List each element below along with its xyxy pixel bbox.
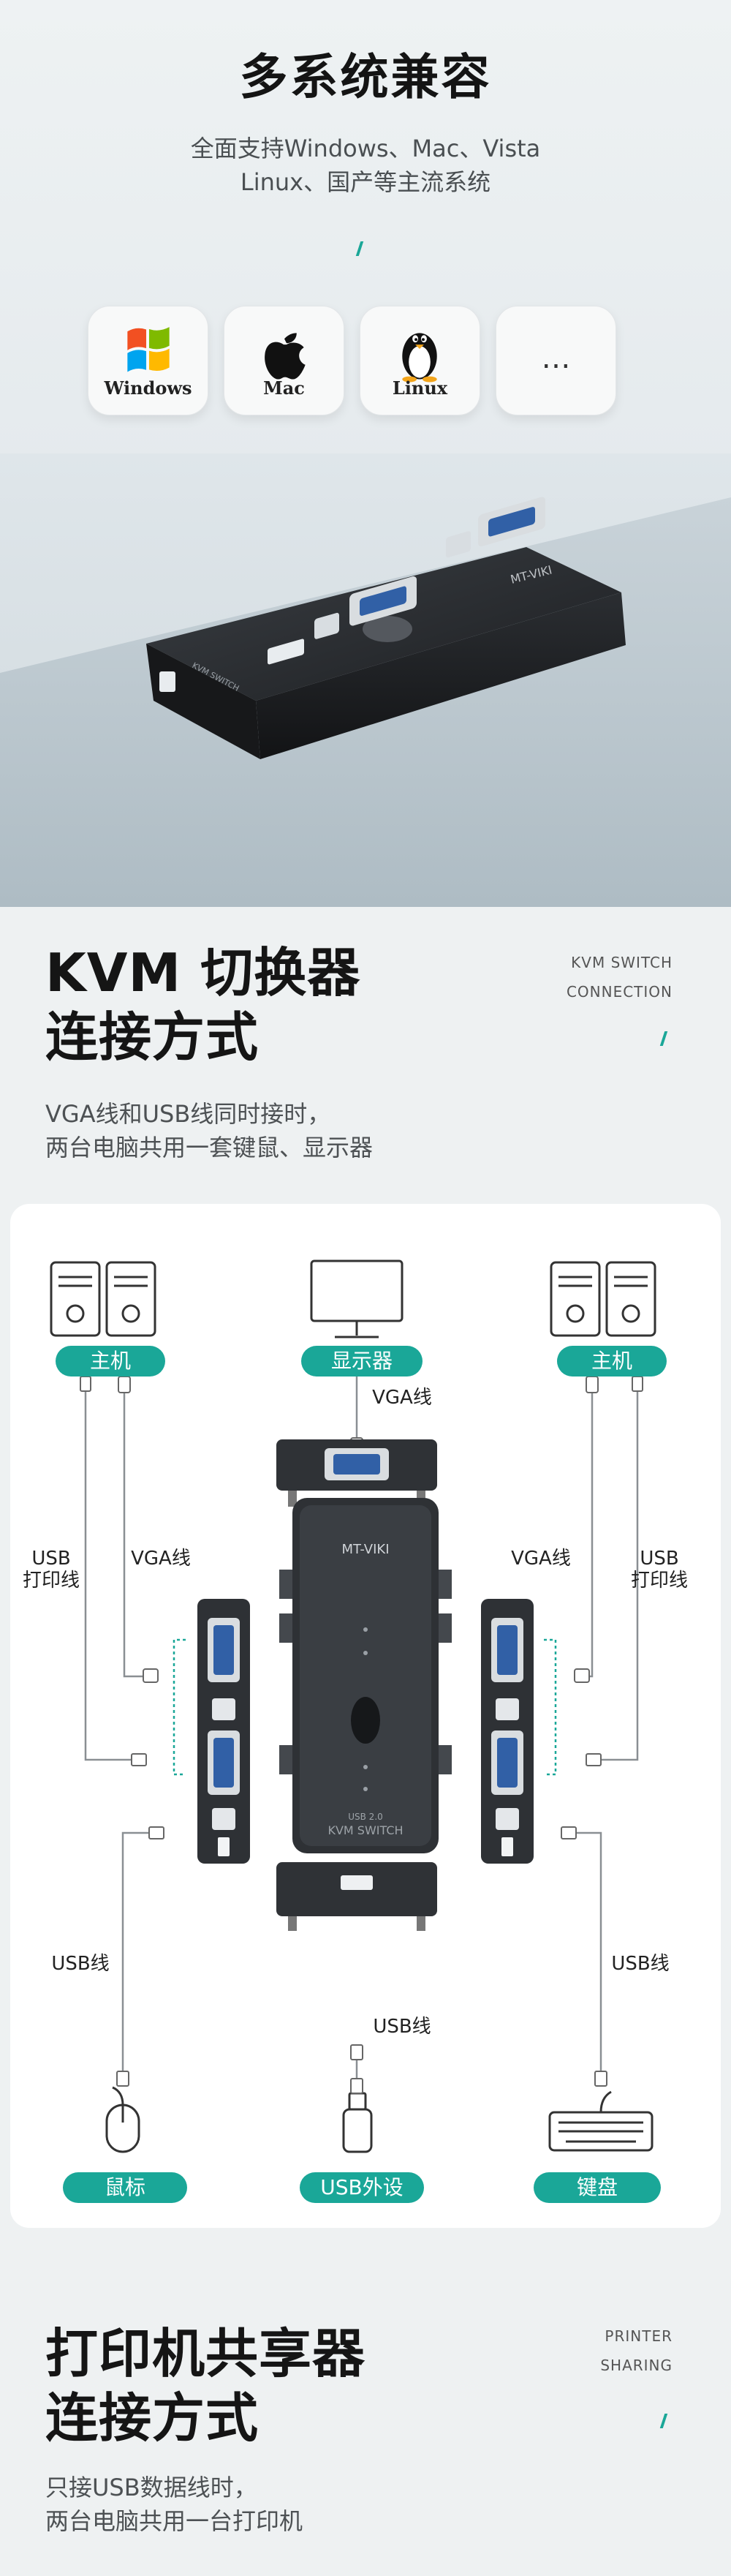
linux-penguin-icon bbox=[402, 333, 437, 383]
vga-port-blue bbox=[488, 507, 535, 537]
product-hero-image: MT-VIKI KVM SWITCH bbox=[0, 453, 731, 907]
keyboard-pill: 键盘 bbox=[534, 2172, 661, 2203]
os-compatibility-section: 多系统兼容 全面支持Windows、Mac、Vista Linux、国产等主流系… bbox=[0, 0, 731, 907]
host-left-pill: 主机 bbox=[56, 1346, 165, 1376]
connection-diagram: MT-VIKI USB 2.0 KVM SWITCH bbox=[50, 1259, 656, 2153]
subtitle-line: 全面支持Windows、Mac、Vista bbox=[190, 135, 541, 162]
desc-line: VGA线和USB线同时接时， bbox=[45, 1100, 331, 1128]
english-line: KVM SWITCH bbox=[571, 954, 673, 971]
section-title: 打印机共享器 连接方式 bbox=[45, 2321, 366, 2450]
usb-print-left-label: USB 打印线 bbox=[15, 1548, 88, 1592]
title-line: 打印机共享器 bbox=[45, 2323, 366, 2384]
device-model-line2: KVM SWITCH bbox=[327, 1823, 403, 1837]
os-label: Linux bbox=[392, 377, 448, 399]
usb-print-cable-left bbox=[84, 1371, 135, 1761]
usb-left-label: USB线 bbox=[51, 1953, 110, 1975]
label-line: USB bbox=[31, 1548, 71, 1570]
usb-stick-icon bbox=[342, 2108, 373, 2153]
section-description: VGA线和USB线同时接时， 两台电脑共用一套键鼠、显示器 bbox=[45, 1097, 373, 1164]
english-line: CONNECTION bbox=[566, 983, 673, 1001]
pc-tower-icon bbox=[105, 1261, 156, 1337]
usb-b-port bbox=[314, 612, 339, 639]
os-card-mac: Mac bbox=[224, 306, 344, 415]
more-icon: … bbox=[541, 342, 571, 375]
side-usb-port bbox=[159, 671, 175, 692]
printer-sharing-section: 打印机共享器 连接方式 PRINTER SHARING 只接USB数据线时， 两… bbox=[0, 2311, 731, 2576]
os-card-more: … bbox=[496, 306, 616, 415]
section-english-title: PRINTER SHARING bbox=[600, 2321, 673, 2380]
usb-print-right-label: USB 打印线 bbox=[623, 1548, 696, 1592]
desc-line: 只接USB数据线时， bbox=[45, 2474, 257, 2501]
usb-print-cable-right bbox=[595, 1371, 639, 1761]
os-card-windows: Windows bbox=[88, 306, 208, 415]
label-line: 打印线 bbox=[22, 1570, 80, 1592]
vga-right-label: VGA线 bbox=[511, 1548, 571, 1570]
section-english-title: KVM SWITCH CONNECTION bbox=[567, 948, 673, 1006]
usb-device-pill: USB外设 bbox=[300, 2172, 424, 2203]
monitor-pill: 显示器 bbox=[301, 1346, 423, 1376]
label-line: 打印线 bbox=[630, 1570, 688, 1592]
section-title: KVM 切换器 连接方式 bbox=[45, 941, 360, 1069]
mouse-pill: 鼠标 bbox=[63, 2172, 187, 2203]
windows-logo-icon bbox=[127, 327, 170, 372]
desc-line: 两台电脑共用一套键鼠、显示器 bbox=[45, 1134, 374, 1161]
vga-top-label: VGA线 bbox=[372, 1387, 432, 1409]
apple-logo-icon bbox=[265, 333, 306, 380]
title-line: KVM 切换器 bbox=[45, 942, 361, 1003]
english-line: PRINTER bbox=[605, 2327, 673, 2345]
title-line: 连接方式 bbox=[45, 1006, 260, 1068]
vga-left-label: VGA线 bbox=[131, 1548, 191, 1570]
pc-tower-icon bbox=[605, 1261, 656, 1337]
section-description: 只接USB数据线时， 两台电脑共用一台打印机 bbox=[45, 2471, 303, 2538]
vga-cable-left bbox=[123, 1371, 149, 1678]
usb-b-port bbox=[446, 531, 471, 558]
monitor-icon bbox=[310, 1259, 404, 1322]
english-line: SHARING bbox=[600, 2357, 673, 2374]
subtitle-line: Linux、国产等主流系统 bbox=[240, 168, 491, 196]
accent-slash bbox=[659, 2414, 668, 2428]
usb-cable-keyboard bbox=[570, 1831, 602, 2082]
pc-tower-icon bbox=[50, 1261, 101, 1337]
os-card-linux: Linux bbox=[360, 306, 480, 415]
vga-port-blue bbox=[360, 586, 406, 616]
accent-slash bbox=[355, 241, 364, 256]
usb-right-label: USB线 bbox=[611, 1953, 670, 1975]
pc-tower-icon bbox=[550, 1261, 601, 1337]
usb-cable-mouse bbox=[121, 1831, 161, 2082]
connection-diagram-panel: MT-VIKI USB 2.0 KVM SWITCH bbox=[10, 1204, 721, 2228]
device-model-line1: USB 2.0 bbox=[348, 1812, 383, 1822]
label-line: USB bbox=[640, 1548, 679, 1570]
usb-bottom-label: USB线 bbox=[373, 2016, 431, 2038]
title-line: 连接方式 bbox=[45, 2387, 260, 2449]
os-label: Mac bbox=[263, 377, 305, 399]
section-subtitle: 全面支持Windows、Mac、Vista Linux、国产等主流系统 bbox=[0, 132, 731, 199]
desc-line: 两台电脑共用一台打印机 bbox=[45, 2507, 303, 2535]
kvm-connection-section: KVM 切换器 连接方式 KVM SWITCH CONNECTION VGA线和… bbox=[0, 907, 731, 2311]
os-label: Windows bbox=[104, 377, 192, 399]
usb-port bbox=[268, 639, 304, 665]
vga-cable-right bbox=[580, 1371, 594, 1678]
accent-slash bbox=[659, 1031, 668, 1046]
host-right-pill: 主机 bbox=[557, 1346, 667, 1376]
section-title: 多系统兼容 bbox=[239, 49, 492, 105]
os-card-row: Windows Mac Linux … bbox=[88, 306, 643, 415]
device-brand-text: MT-VIKI bbox=[341, 1542, 389, 1557]
